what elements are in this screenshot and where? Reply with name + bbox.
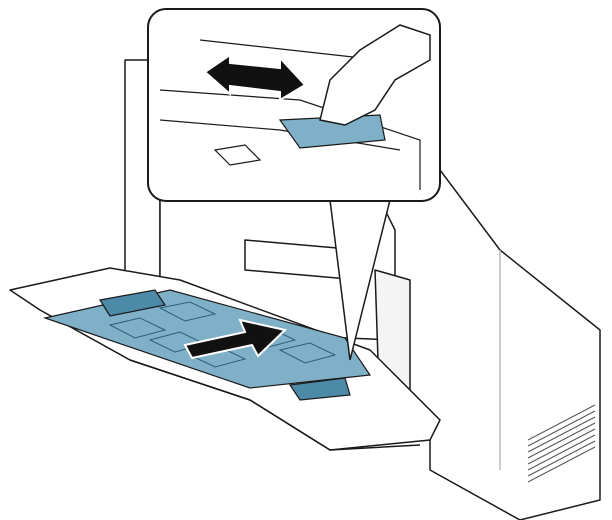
push-arrow-icon	[183, 318, 288, 360]
callout-pointer	[329, 199, 391, 361]
slide-arrow-icon	[203, 53, 307, 102]
detail-callout	[147, 8, 441, 202]
hand-icon	[319, 24, 431, 126]
label-paper	[42, 289, 372, 401]
vent-grille	[527, 404, 596, 483]
